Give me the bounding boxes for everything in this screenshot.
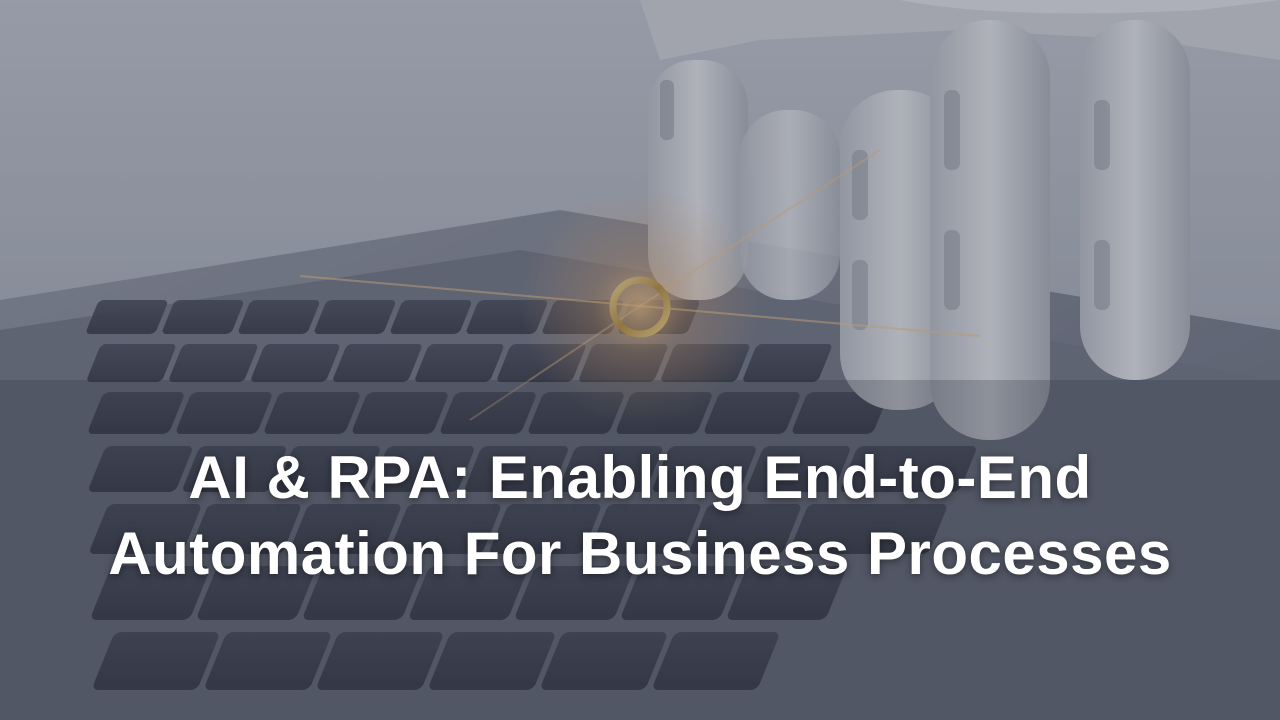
keyboard-keys bbox=[86, 300, 976, 690]
gold-ring-icon bbox=[609, 276, 671, 338]
touch-glow bbox=[299, 149, 981, 426]
